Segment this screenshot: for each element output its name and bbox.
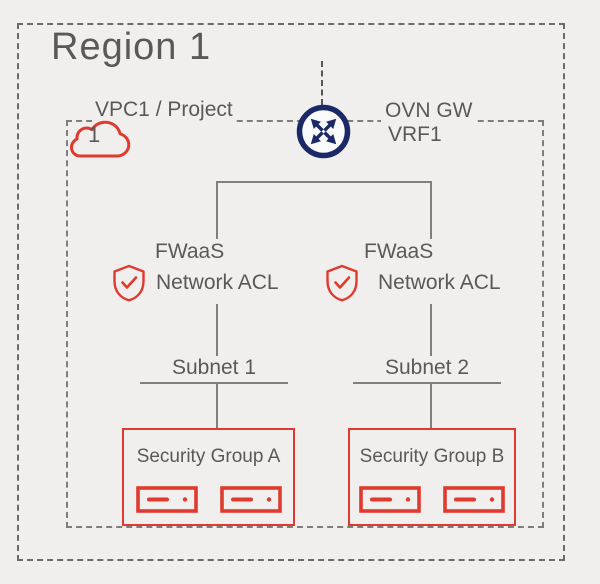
server-instance-icon <box>219 486 282 513</box>
shield-check-icon <box>325 264 359 302</box>
shield-check-icon <box>112 264 146 302</box>
cloud-icon <box>70 118 134 160</box>
subnet-label: Subnet 2 <box>353 356 501 380</box>
connector-right-upper <box>430 181 432 239</box>
fwaas-label: FWaaS <box>152 240 228 264</box>
region-boundary <box>17 23 565 561</box>
server-instance-icon <box>359 486 421 513</box>
network-acl-label: Network ACL <box>153 271 282 295</box>
connector-left-lower <box>216 383 218 428</box>
vpc-number-label: 1 <box>88 122 101 147</box>
security-group-title: Security Group A <box>136 446 281 467</box>
connector-right-lower <box>430 383 432 428</box>
fwaas-label: FWaaS <box>361 240 437 264</box>
gateway-vrf-label: VRF1 <box>388 123 442 146</box>
connector-left-middle <box>216 304 218 357</box>
router-crossed-arrows-icon <box>296 104 351 159</box>
instance-row <box>350 486 514 513</box>
security-group-box: Security Group B <box>348 428 516 526</box>
connector-bracket <box>216 181 432 183</box>
connector-right-middle <box>430 304 432 357</box>
connector-left-upper <box>216 181 218 239</box>
server-instance-icon <box>443 486 505 513</box>
subnet-underline <box>140 382 288 384</box>
vpc-label: VPC1 / Project <box>92 98 236 122</box>
subnet-underline <box>353 382 501 384</box>
uplink-dashed-line <box>321 61 323 105</box>
security-group-box: Security Group A <box>122 428 295 526</box>
region-title: Region 1 <box>51 26 212 68</box>
server-instance-icon <box>135 486 198 513</box>
subnet-label: Subnet 1 <box>140 356 288 380</box>
network-acl-label: Network ACL <box>375 271 504 295</box>
instance-row <box>124 486 293 513</box>
gateway-name-label: OVN GW <box>381 99 477 123</box>
security-group-title: Security Group B <box>359 446 505 467</box>
